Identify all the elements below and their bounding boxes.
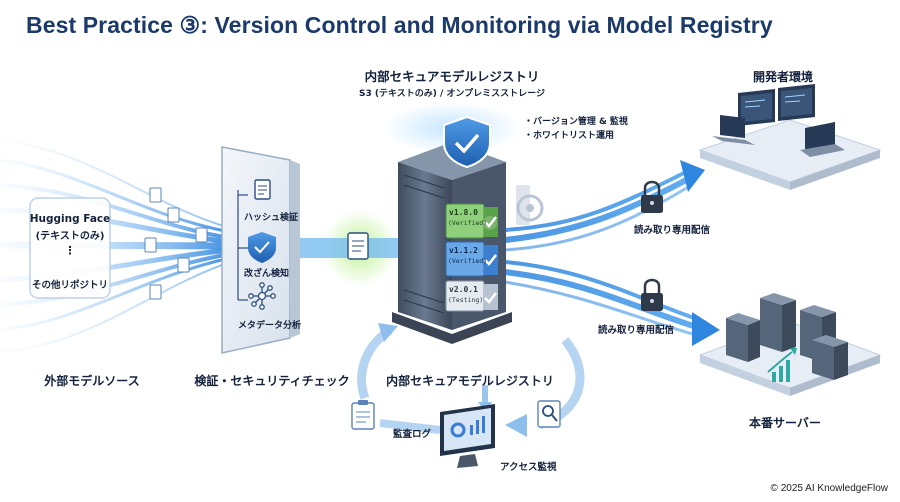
hash-doc-icon [254,179,271,200]
delivery-label-prod: 読み取り専用配信 [598,325,675,336]
version-1-number: v1.8.0 [449,208,478,217]
registry-title: 内部セキュアモデルレジストリ [364,69,540,84]
access-monitor-label: アクセス監視 [500,462,557,473]
registry-shield-icon [443,115,491,169]
delivery-label-dev: 読み取り専用配信 [634,225,711,236]
laptop-icon [712,115,845,157]
audit-log-icon [351,400,375,430]
registry-subtitle: S3 (テキストのみ) / オンプレミスストレージ [359,89,545,99]
lock-icon [641,180,663,213]
source-ellipsis: ⋮ [64,244,76,257]
external-source-card [29,197,111,299]
prod-server-label: 本番サーバー [749,416,821,430]
monitor-icon [738,84,815,126]
verify-item-tamper: 改ざん検知 [244,269,290,279]
verification-panel [221,146,300,354]
version-3-number: v2.0.1 [449,285,478,294]
external-source-caption: 外部モデルソース [44,374,140,388]
copyright-notice: © 2025 AI KnowledgeFlow [770,483,888,494]
version-block-1 [445,203,498,239]
growth-chart-icon [767,348,797,382]
version-block-2 [445,241,498,277]
floating-document-icons [144,187,208,300]
version-1-status: (Verified) [448,219,488,227]
version-block-3 [445,280,498,312]
developer-environment [698,84,882,190]
gear-icon [516,194,544,222]
version-2-number: v1.1.2 [449,246,478,255]
dev-env-label: 開発者環境 [752,70,814,84]
version-3-status: (Testing) [448,296,484,304]
production-servers [698,293,882,396]
source-other-repo: その他リポジトリ [31,280,109,291]
registry-caption: 内部セキュアモデルレジストリ [386,374,554,388]
verify-item-metadata: メタデータ分析 [238,321,302,331]
version-2-status: (Verified) [448,257,488,265]
access-search-icon [537,400,561,428]
registry-bullet-whitelist: ・ホワイトリスト運用 [524,131,615,141]
verify-caption: 検証・セキュリティチェック [194,374,350,388]
verify-item-hash: ハッシュ検証 [244,213,299,223]
server-rack-icon [726,293,848,380]
source-hugging-face-sub: (テキストのみ) [35,231,105,242]
outbound-flow-streams [504,160,720,346]
lock-icon [641,278,663,311]
verified-flow [300,210,422,286]
metadata-network-icon [248,282,276,310]
source-hugging-face: Hugging Face [29,213,111,225]
tamper-shield-icon [248,232,276,263]
registry-bullet-versioning: ・バージョン管理 & 監視 [524,117,628,127]
monitoring-dashboard-icon [440,404,495,468]
audit-log-label: 監査ログ [393,429,432,440]
page-title: Best Practice ③: Version Control and Mon… [26,12,773,38]
